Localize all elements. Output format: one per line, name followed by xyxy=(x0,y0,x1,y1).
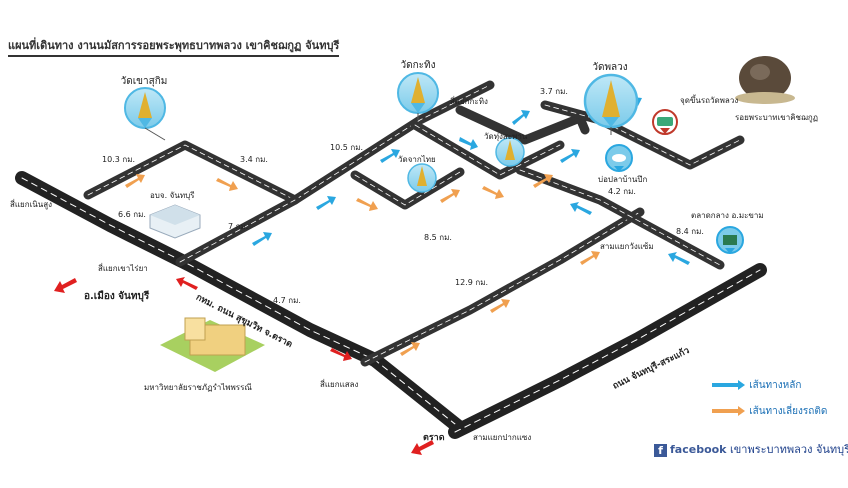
label-school: อบจ. จันทบุรี xyxy=(150,191,195,200)
road-connector-1 xyxy=(175,195,300,267)
bypass-arrow xyxy=(400,342,420,356)
junction-khao-rai-ya: สี่แยกเขาไร่ยา xyxy=(98,264,148,273)
main-arrow xyxy=(316,196,336,210)
legend-bypass-route: เส้นทางเลี่ยงรถติด xyxy=(712,404,827,419)
map-title: แผนที่เดินทาง งานนมัสการรอยพระพุทธบาทพลว… xyxy=(8,36,340,57)
bypass-arrow xyxy=(490,299,510,313)
legend-main-route: เส้นทางหลัก xyxy=(712,378,801,393)
main-arrow xyxy=(459,137,478,150)
label-market: ตลาดกลาง อ.มะขาม xyxy=(691,211,764,220)
distance-label: 4.7 กม. xyxy=(273,296,301,305)
distance-label: 6.6 กม. xyxy=(118,210,146,219)
junction-wang-saem: สามแยกวังแซ้ม xyxy=(600,242,654,251)
road-sukhumvit xyxy=(15,171,467,435)
bypass-arrow xyxy=(533,174,553,188)
junction-kathing: สี่แยกกะทิง xyxy=(450,97,488,106)
bus-stop-pin[interactable] xyxy=(652,109,678,135)
legend-main-arrow xyxy=(712,380,745,390)
temple-pin-chak-thai[interactable] xyxy=(407,163,437,193)
distance-label: 12.9 กม. xyxy=(455,278,489,287)
footprint-rock-image xyxy=(735,56,795,104)
distance-label: 3.7 กม. xyxy=(540,87,568,96)
label-wat-khao-sukim: วัดเขาสุกิม xyxy=(120,76,168,87)
bypass-arrow xyxy=(580,251,600,265)
bypass-arrow xyxy=(356,198,378,211)
direction-trat: ตราด xyxy=(423,433,445,443)
fish-pond-pin[interactable] xyxy=(605,144,633,172)
distance-label: 4.2 กม. xyxy=(608,187,636,196)
label-fish-pond: บ่อปลาบ้านปึก xyxy=(598,175,648,184)
exit-arrow-sukhumvit xyxy=(176,277,198,290)
temple-pin-khao-sukim[interactable] xyxy=(124,87,166,141)
university-building xyxy=(160,317,265,372)
label-wat-phluang: วัดพลวง xyxy=(592,62,628,73)
label-wat-thung-saphan: วัดทุ่งสะพาน xyxy=(484,132,528,141)
junction-pak-saeng: สามแยกปากแซง xyxy=(473,433,532,442)
facebook-page-name: เขาพระบาทพลวง จันทบุรี xyxy=(730,443,848,456)
legend-bypass-label: เส้นทางเลี่ยงรถติด xyxy=(749,406,828,417)
legend-main-label: เส้นทางหลัก xyxy=(749,380,802,391)
distance-label: 7 กม. xyxy=(228,222,249,231)
main-arrow xyxy=(252,232,272,246)
bypass-arrow xyxy=(482,186,504,199)
distance-label: 10.3 กม. xyxy=(102,155,136,164)
junction-salaeng: สี่แยกแสลง xyxy=(320,380,359,389)
main-arrow xyxy=(570,202,592,215)
label-wat-chak-thai: วัดจากไทย xyxy=(398,155,436,164)
exit-arrows xyxy=(54,277,434,455)
label-wat-kathing: วัดกะทิง xyxy=(400,60,436,71)
exit-arrow-mueang xyxy=(54,278,77,293)
label-footprint: รอยพระบาทเขาคิชฌกูฏ xyxy=(735,113,819,122)
bypass-route-arrows xyxy=(125,174,600,356)
bypass-arrow xyxy=(125,174,145,188)
road-chanthaburi-sakaeo xyxy=(448,263,767,439)
distance-label: 8.5 กม. xyxy=(424,233,452,242)
temple-pin-kathing[interactable] xyxy=(397,72,439,120)
main-arrow xyxy=(668,252,690,265)
main-arrow xyxy=(560,149,580,163)
distance-label: 3.4 กม. xyxy=(240,155,268,164)
bypass-arrow xyxy=(216,178,238,191)
facebook-brand: facebook xyxy=(670,443,727,456)
facebook-icon: f xyxy=(654,443,667,457)
school-building xyxy=(149,204,201,239)
main-arrow xyxy=(512,110,530,125)
market-pin[interactable] xyxy=(716,226,744,254)
main-arrow xyxy=(380,149,400,163)
bypass-arrow xyxy=(440,189,460,203)
direction-mueang: อ.เมือง จันทบุรี xyxy=(84,291,150,302)
temple-pin-phluang[interactable] xyxy=(583,73,639,135)
label-university: มหาวิทยาลัยราชภัฏรำไพพรรณี xyxy=(144,383,252,392)
road-network xyxy=(15,80,767,439)
legend-bypass-arrow xyxy=(712,406,745,416)
exit-arrow-trat xyxy=(411,440,434,455)
distance-label: 10.5 กม. xyxy=(330,143,364,152)
exit-arrow-salaeng xyxy=(330,348,352,361)
distance-label: 8.4 กม. xyxy=(676,227,704,236)
junction-noen-sung: สี่แยกเนินสูง xyxy=(10,200,53,209)
label-bus-stop: จุดขึ้นรถวัดพลวง xyxy=(680,96,739,105)
road-salaeng-wangsaem xyxy=(360,207,645,367)
temple-pin-thung-saphan[interactable] xyxy=(495,137,525,167)
